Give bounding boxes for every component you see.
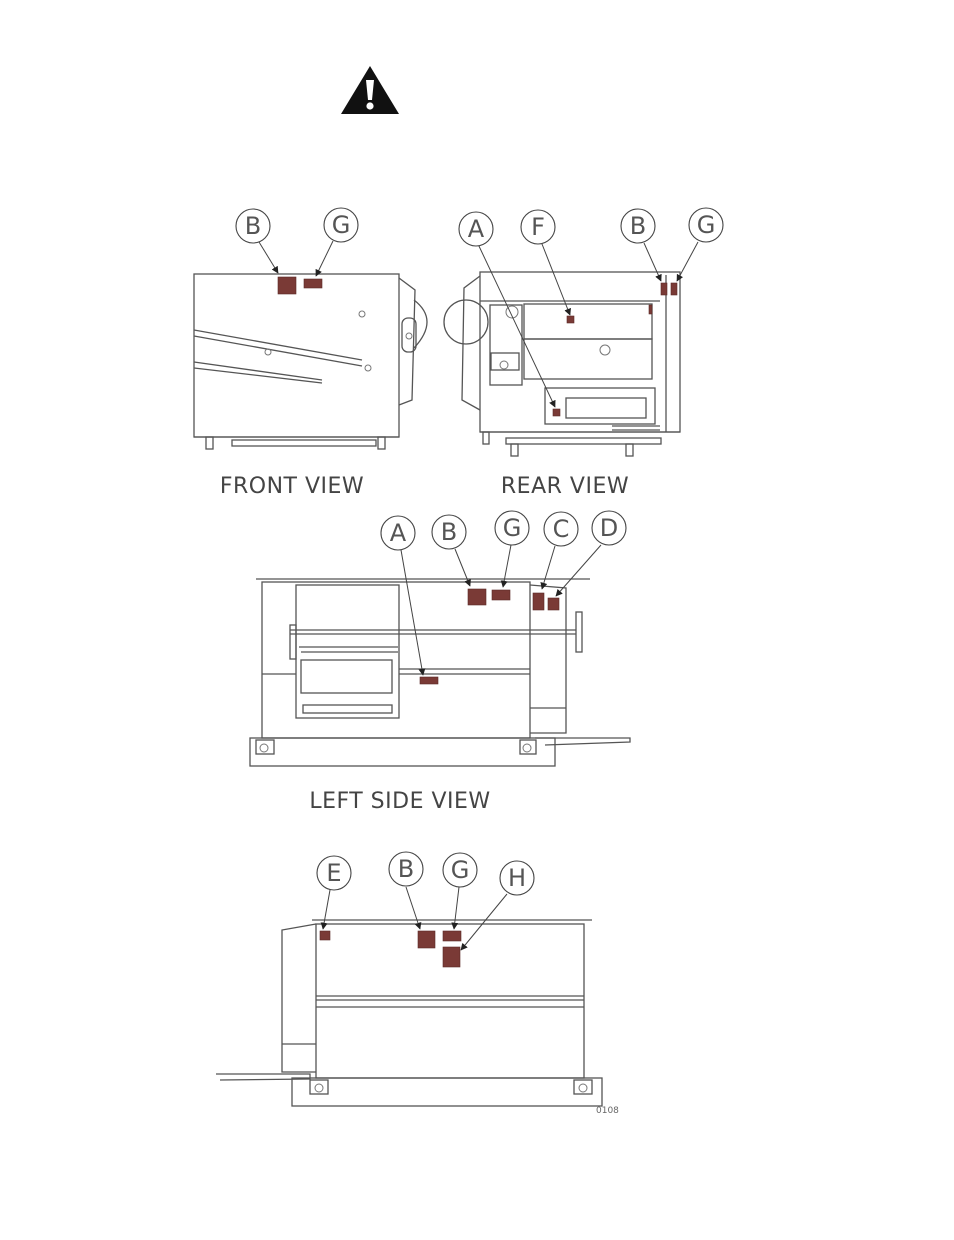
front-callout-b: B	[236, 209, 270, 243]
svg-text:H: H	[508, 864, 526, 892]
svg-text:B: B	[398, 855, 414, 883]
rear-callout-f: F	[521, 210, 555, 244]
left-side-view-labels	[420, 589, 559, 684]
right-callout-h: H	[500, 861, 534, 895]
warning-triangle-icon	[341, 66, 399, 114]
svg-text:G: G	[697, 211, 716, 239]
right-callout-b: B	[389, 852, 423, 886]
svg-text:G: G	[332, 211, 351, 239]
svg-text:F: F	[531, 213, 545, 241]
svg-text:B: B	[630, 212, 646, 240]
svg-text:E: E	[326, 859, 341, 887]
rear-callout-g: G	[689, 208, 723, 242]
drawing-number: 0108	[596, 1106, 619, 1116]
rear-callout-a: A	[459, 212, 493, 246]
left-callout-d: D	[592, 511, 626, 545]
svg-text:G: G	[451, 856, 470, 884]
right-callout-e: E	[317, 856, 351, 890]
front-view-labels	[278, 277, 322, 294]
svg-text:B: B	[245, 212, 261, 240]
svg-text:A: A	[468, 215, 485, 243]
svg-text:G: G	[503, 514, 522, 542]
right-side-view-drawing	[216, 920, 602, 1106]
rear-callout-b: B	[621, 209, 655, 243]
svg-text:D: D	[600, 514, 618, 542]
right-callout-g: G	[443, 853, 477, 887]
rear-view-labels	[553, 283, 677, 416]
rear-view-drawing	[444, 272, 680, 456]
front-view-drawing	[194, 274, 427, 449]
front-callout-g: G	[324, 208, 358, 242]
left-side-view-drawing	[250, 579, 630, 766]
left-side-view-label: LEFT SIDE VIEW	[309, 789, 490, 814]
svg-text:B: B	[441, 518, 457, 546]
left-callout-g: G	[495, 511, 529, 545]
left-callout-c: C	[544, 512, 578, 546]
left-callout-a: A	[381, 516, 415, 550]
svg-text:A: A	[390, 519, 407, 547]
left-callout-b: B	[432, 515, 466, 549]
rear-view-label: REAR VIEW	[501, 474, 629, 499]
svg-text:C: C	[553, 515, 570, 543]
right-side-view-labels	[320, 931, 461, 967]
front-view-label: FRONT VIEW	[220, 474, 364, 499]
